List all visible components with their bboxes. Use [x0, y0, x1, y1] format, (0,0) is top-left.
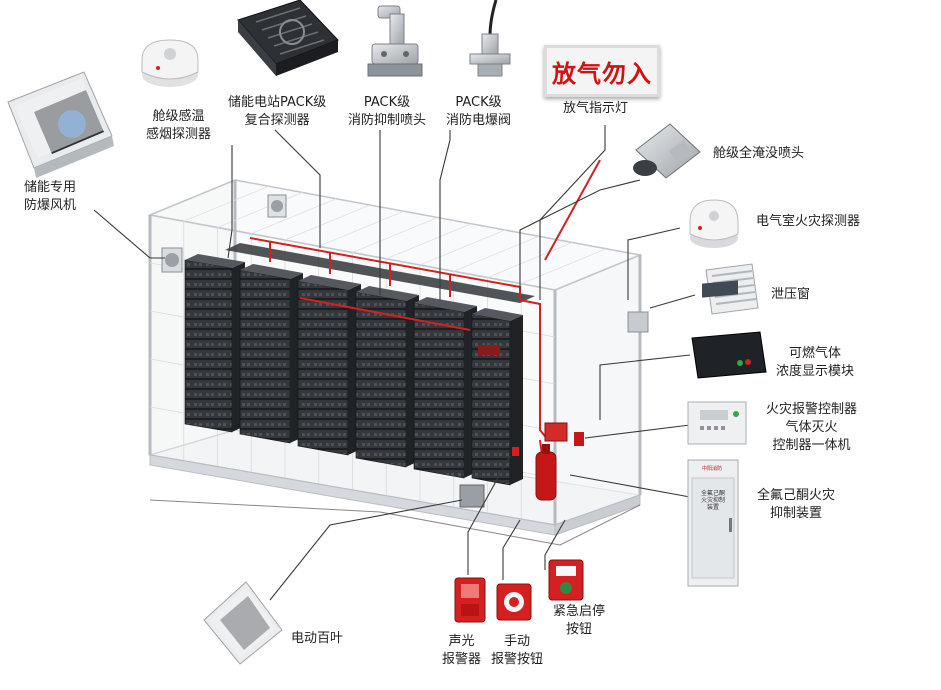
container-pressure-window: [627, 311, 649, 333]
label-pack-composite: 储能电站PACK级 复合探测器: [228, 94, 326, 130]
label-line: 感烟探测器: [146, 127, 212, 142]
louver-image: [203, 581, 283, 665]
label-line: PACK级: [363, 95, 411, 110]
label-explosion-fan: 储能专用 防爆风机: [24, 179, 76, 215]
grid-line: [521, 248, 607, 285]
label-line: 抑制装置: [770, 506, 823, 521]
label-line: 全氟己酮火灾: [757, 488, 836, 503]
roof-fan: [267, 194, 287, 218]
label-line: 浓度显示模块: [776, 364, 855, 379]
label-sound-light-alarm: 声光 报警器: [442, 633, 481, 669]
label-line: 舱级感温: [152, 109, 205, 124]
suppression-cylinder: [535, 422, 568, 501]
label-line: 气体灭火: [785, 420, 838, 435]
label-line: 放气指示灯: [563, 101, 629, 116]
label-louver: 电动百叶: [291, 630, 343, 648]
grid-line: [386, 223, 472, 260]
grid-line: [284, 204, 371, 241]
container-louver: [459, 484, 485, 508]
panel-vertical-text: 全氟己酮火灾抑制装置: [700, 490, 725, 511]
label-line: 防爆风机: [24, 198, 77, 213]
container-button: [574, 432, 584, 446]
smoke-detector-image: [141, 39, 199, 87]
grid-line: [419, 229, 506, 266]
label-line: 火灾报警控制器: [766, 402, 858, 417]
label-cabin-detector: 舱级感温 感烟探测器: [146, 108, 211, 144]
label-line: 消防电爆阀: [446, 113, 512, 128]
label-line: 按钮: [566, 622, 593, 637]
pack-valve-image: [469, 0, 511, 77]
label-line: 复合探测器: [244, 113, 310, 128]
label-line: 消防抑制喷头: [348, 113, 427, 128]
grid-line: [352, 217, 438, 253]
label-line: 报警器: [442, 652, 482, 667]
container-alarm: [512, 447, 519, 456]
label-line: 控制器一体机: [772, 438, 851, 453]
emergency-button-image: [548, 559, 584, 601]
electric-detector-image: [689, 199, 739, 248]
gas-display-image: [691, 280, 767, 379]
label-line: 电动百叶: [291, 631, 344, 646]
sound-light-alarm-image: [454, 577, 486, 623]
label-line: PACK级: [455, 95, 502, 110]
leader-lines: [93, 125, 696, 601]
grid-line: [318, 210, 404, 247]
label-manual-alarm: 手动 报警按钮: [491, 633, 543, 669]
explosion-fan-image: [7, 71, 114, 178]
label-line: 声光: [448, 634, 475, 649]
label-emergency-button: 紧急启停 按钮: [553, 603, 605, 639]
label-pack-valve: PACK级 消防电爆阀: [446, 94, 511, 130]
container-fan: [161, 247, 183, 273]
label-pressure-window: 泄压窗: [771, 286, 810, 304]
label-line: 手动: [504, 634, 531, 649]
label-indicator-light: 放气指示灯: [563, 100, 628, 118]
panel-brand-text: 中阳消防: [701, 466, 722, 472]
label-line: 泄压窗: [771, 287, 811, 302]
suppression-cabinet-image: [687, 459, 739, 587]
container-display: [478, 345, 500, 355]
flood-nozzle-image: [633, 123, 701, 179]
pack-detector-image: [237, 0, 339, 76]
label-line: 舱级全淹没喷头: [713, 146, 805, 161]
battery-racks: [184, 243, 535, 486]
label-suppression-device: 全氟己酮火灾 抑制装置: [757, 487, 835, 523]
label-flood-nozzle: 舱级全淹没喷头: [713, 145, 804, 163]
label-line: 电气室火灾探测器: [756, 214, 861, 229]
label-fire-controller: 火灾报警控制器 气体灭火 控制器一体机: [766, 401, 857, 455]
grid-line: [453, 235, 539, 272]
manual-alarm-image: [496, 583, 532, 621]
fire-controller-image: [687, 401, 747, 445]
grid-line: [487, 242, 573, 278]
label-line: 报警按钮: [491, 652, 544, 667]
gas-release-sign: 放气勿入: [544, 45, 660, 97]
label-line: 可燃气体: [789, 346, 842, 361]
label-line: 紧急启停: [553, 604, 606, 619]
label-gas-display: 可燃气体 浓度显示模块: [776, 345, 854, 381]
grid-line: [183, 185, 269, 222]
label-line: 储能专用: [24, 180, 77, 195]
pack-nozzle-image: [367, 5, 423, 77]
label-electric-detector: 电气室火灾探测器: [756, 213, 860, 231]
label-line: 储能电站PACK级: [228, 95, 327, 110]
label-pack-nozzle: PACK级 消防抑制喷头: [348, 94, 426, 130]
grid-line: [251, 198, 337, 235]
